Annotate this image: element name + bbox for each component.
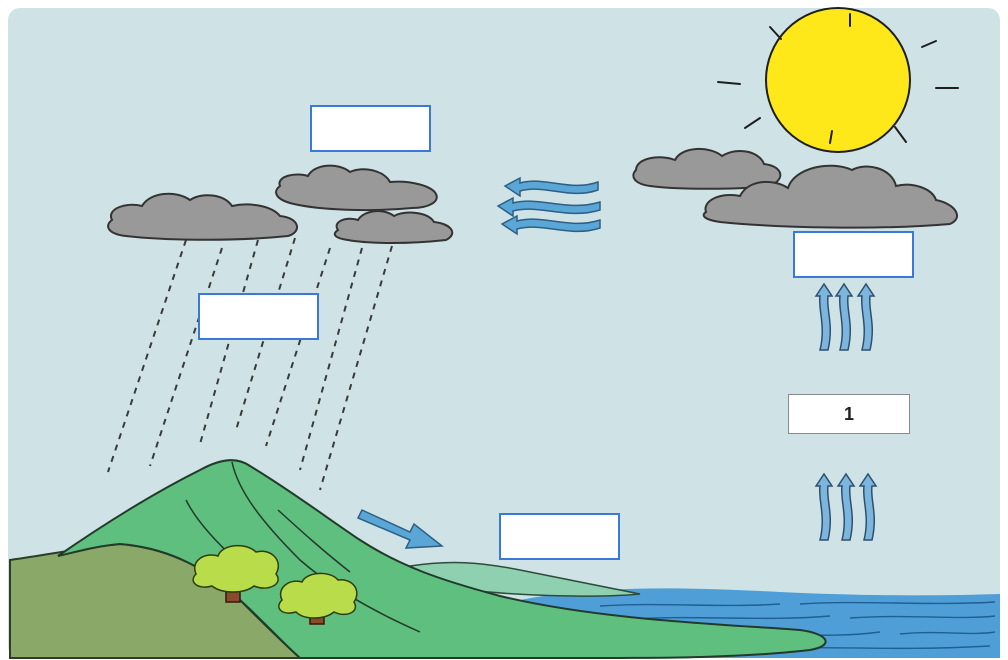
numbered-label-box[interactable]: 1 xyxy=(788,394,910,434)
evaporation-label-box[interactable] xyxy=(793,231,914,278)
evaporation-arrows-upper-icon xyxy=(816,284,874,350)
evaporation-arrows-lower-icon xyxy=(816,474,876,540)
precipitation-label-box[interactable] xyxy=(198,293,319,340)
condensation-label-box[interactable] xyxy=(310,105,431,152)
wind-arrows-icon xyxy=(498,178,600,234)
runoff-label-box[interactable] xyxy=(499,513,620,560)
